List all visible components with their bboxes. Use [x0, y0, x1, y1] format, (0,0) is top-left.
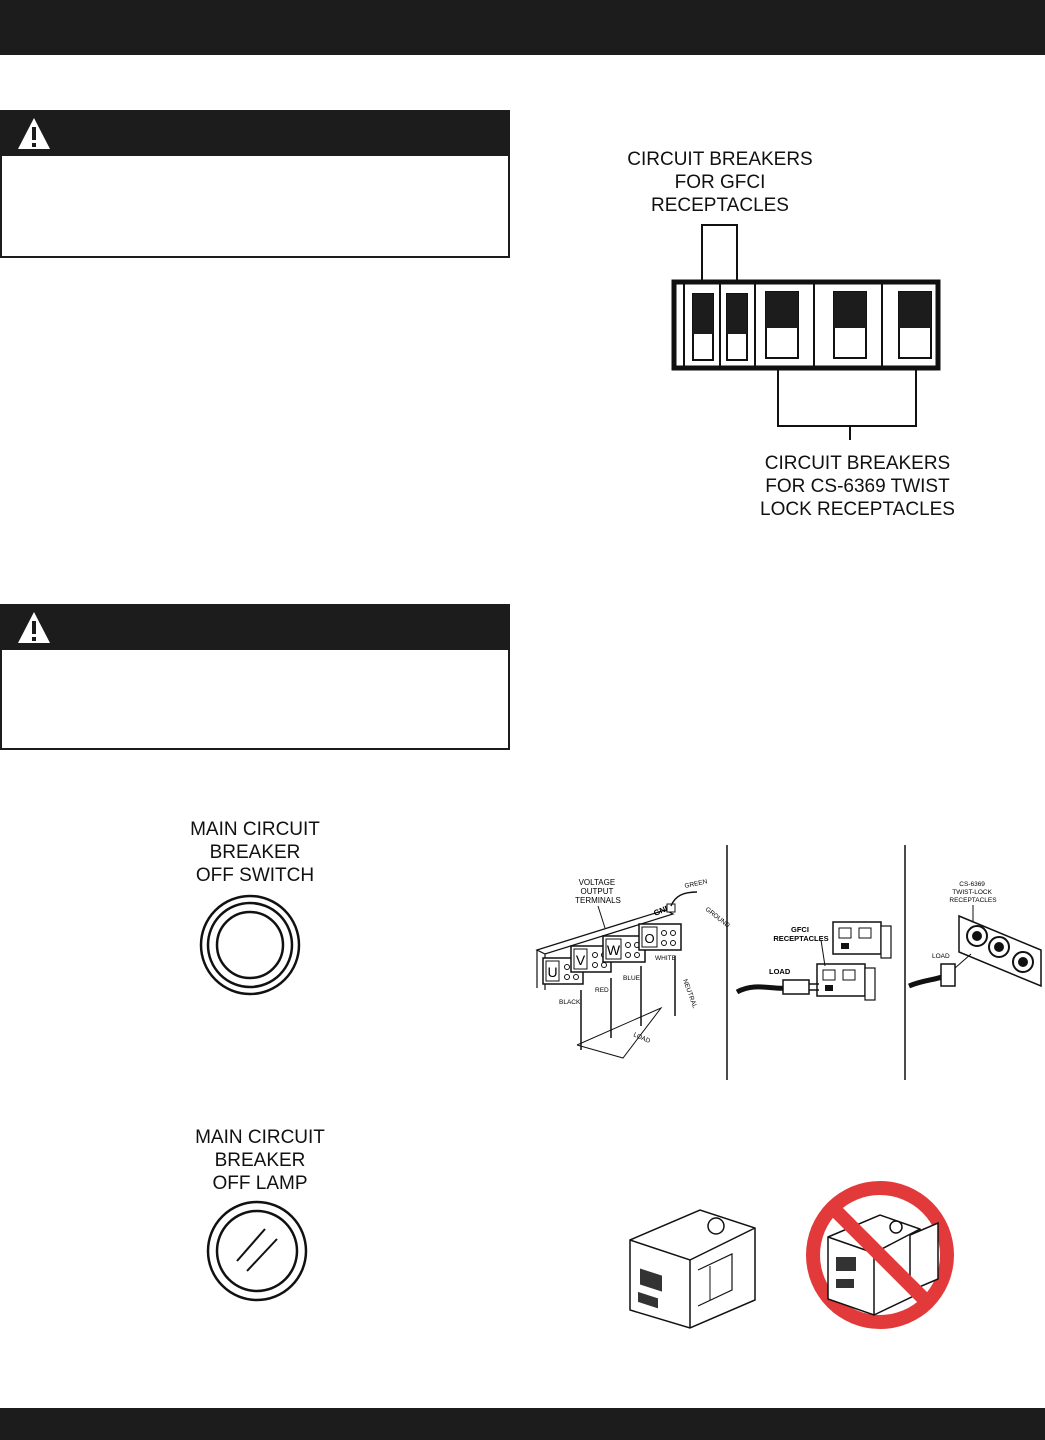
warning-header — [2, 606, 508, 650]
generator-open-door-prohibited-illustration — [806, 1181, 954, 1329]
wiring-diagram: VOLTAGE OUTPUT TERMINALS U V W O GND GRE — [535, 845, 1042, 1080]
warning-icon — [18, 118, 50, 149]
twist-breaker-3 — [898, 291, 932, 359]
warning-box-2 — [0, 604, 510, 750]
svg-text:LOAD: LOAD — [632, 1031, 651, 1045]
gfci-receptacle-bottom — [816, 963, 876, 1001]
svg-text:V: V — [576, 952, 586, 968]
circuit-breaker-panel — [671, 224, 941, 440]
main-lamp-label: MAIN CIRCUIT BREAKER OFF LAMP — [195, 1127, 325, 1194]
header-bar — [0, 0, 1045, 55]
twist-breaker-1 — [765, 291, 799, 359]
generator-closed-door-illustration — [629, 1209, 756, 1329]
warning-icon — [18, 612, 50, 643]
main-switch-label: MAIN CIRCUIT BREAKER OFF SWITCH — [190, 819, 320, 886]
main-switch-icon — [199, 894, 301, 996]
voltage-output-terminals-label: VOLTAGE OUTPUT TERMINALS — [575, 878, 621, 905]
gfci-receptacle-top — [832, 921, 892, 959]
warning-header — [2, 112, 508, 156]
svg-text:LOAD: LOAD — [932, 953, 950, 960]
twist-lock-receptacle-1 — [966, 925, 988, 947]
terminal-o: O — [638, 923, 682, 951]
svg-text:O: O — [644, 931, 654, 946]
svg-text:W: W — [607, 942, 621, 958]
warning-box-1 — [0, 110, 510, 258]
svg-text:NEUTRAL: NEUTRAL — [681, 978, 698, 1009]
twist-lock-breakers-label: CIRCUIT BREAKERS FOR CS-6369 TWIST LOCK … — [760, 453, 955, 520]
svg-text:RED: RED — [595, 987, 609, 994]
terminal-w: W — [602, 935, 646, 963]
twist-lock-receptacles-label: CS-6369 TWIST-LOCK RECEPTACLES — [949, 881, 997, 904]
svg-text:LOAD: LOAD — [769, 967, 791, 976]
gfci-receptacles-label: GFCI RECEPTACLES — [773, 925, 828, 943]
svg-text:U: U — [547, 964, 557, 980]
svg-text:GREEN: GREEN — [684, 878, 708, 890]
svg-text:BLUE: BLUE — [623, 975, 641, 982]
twist-lock-receptacle-3 — [1012, 951, 1034, 973]
gfci-breakers-label: CIRCUIT BREAKERS FOR GFCI RECEPTACLES — [627, 149, 813, 216]
gfci-breaker-1 — [692, 293, 714, 361]
gfci-breaker-2 — [726, 293, 748, 361]
svg-text:BLACK: BLACK — [559, 999, 581, 1006]
main-lamp-icon — [206, 1200, 308, 1302]
svg-text:WHITE: WHITE — [655, 955, 677, 962]
twist-breaker-2 — [833, 291, 867, 359]
footer-bar — [0, 1408, 1045, 1440]
twist-lock-receptacle-2 — [988, 936, 1010, 958]
